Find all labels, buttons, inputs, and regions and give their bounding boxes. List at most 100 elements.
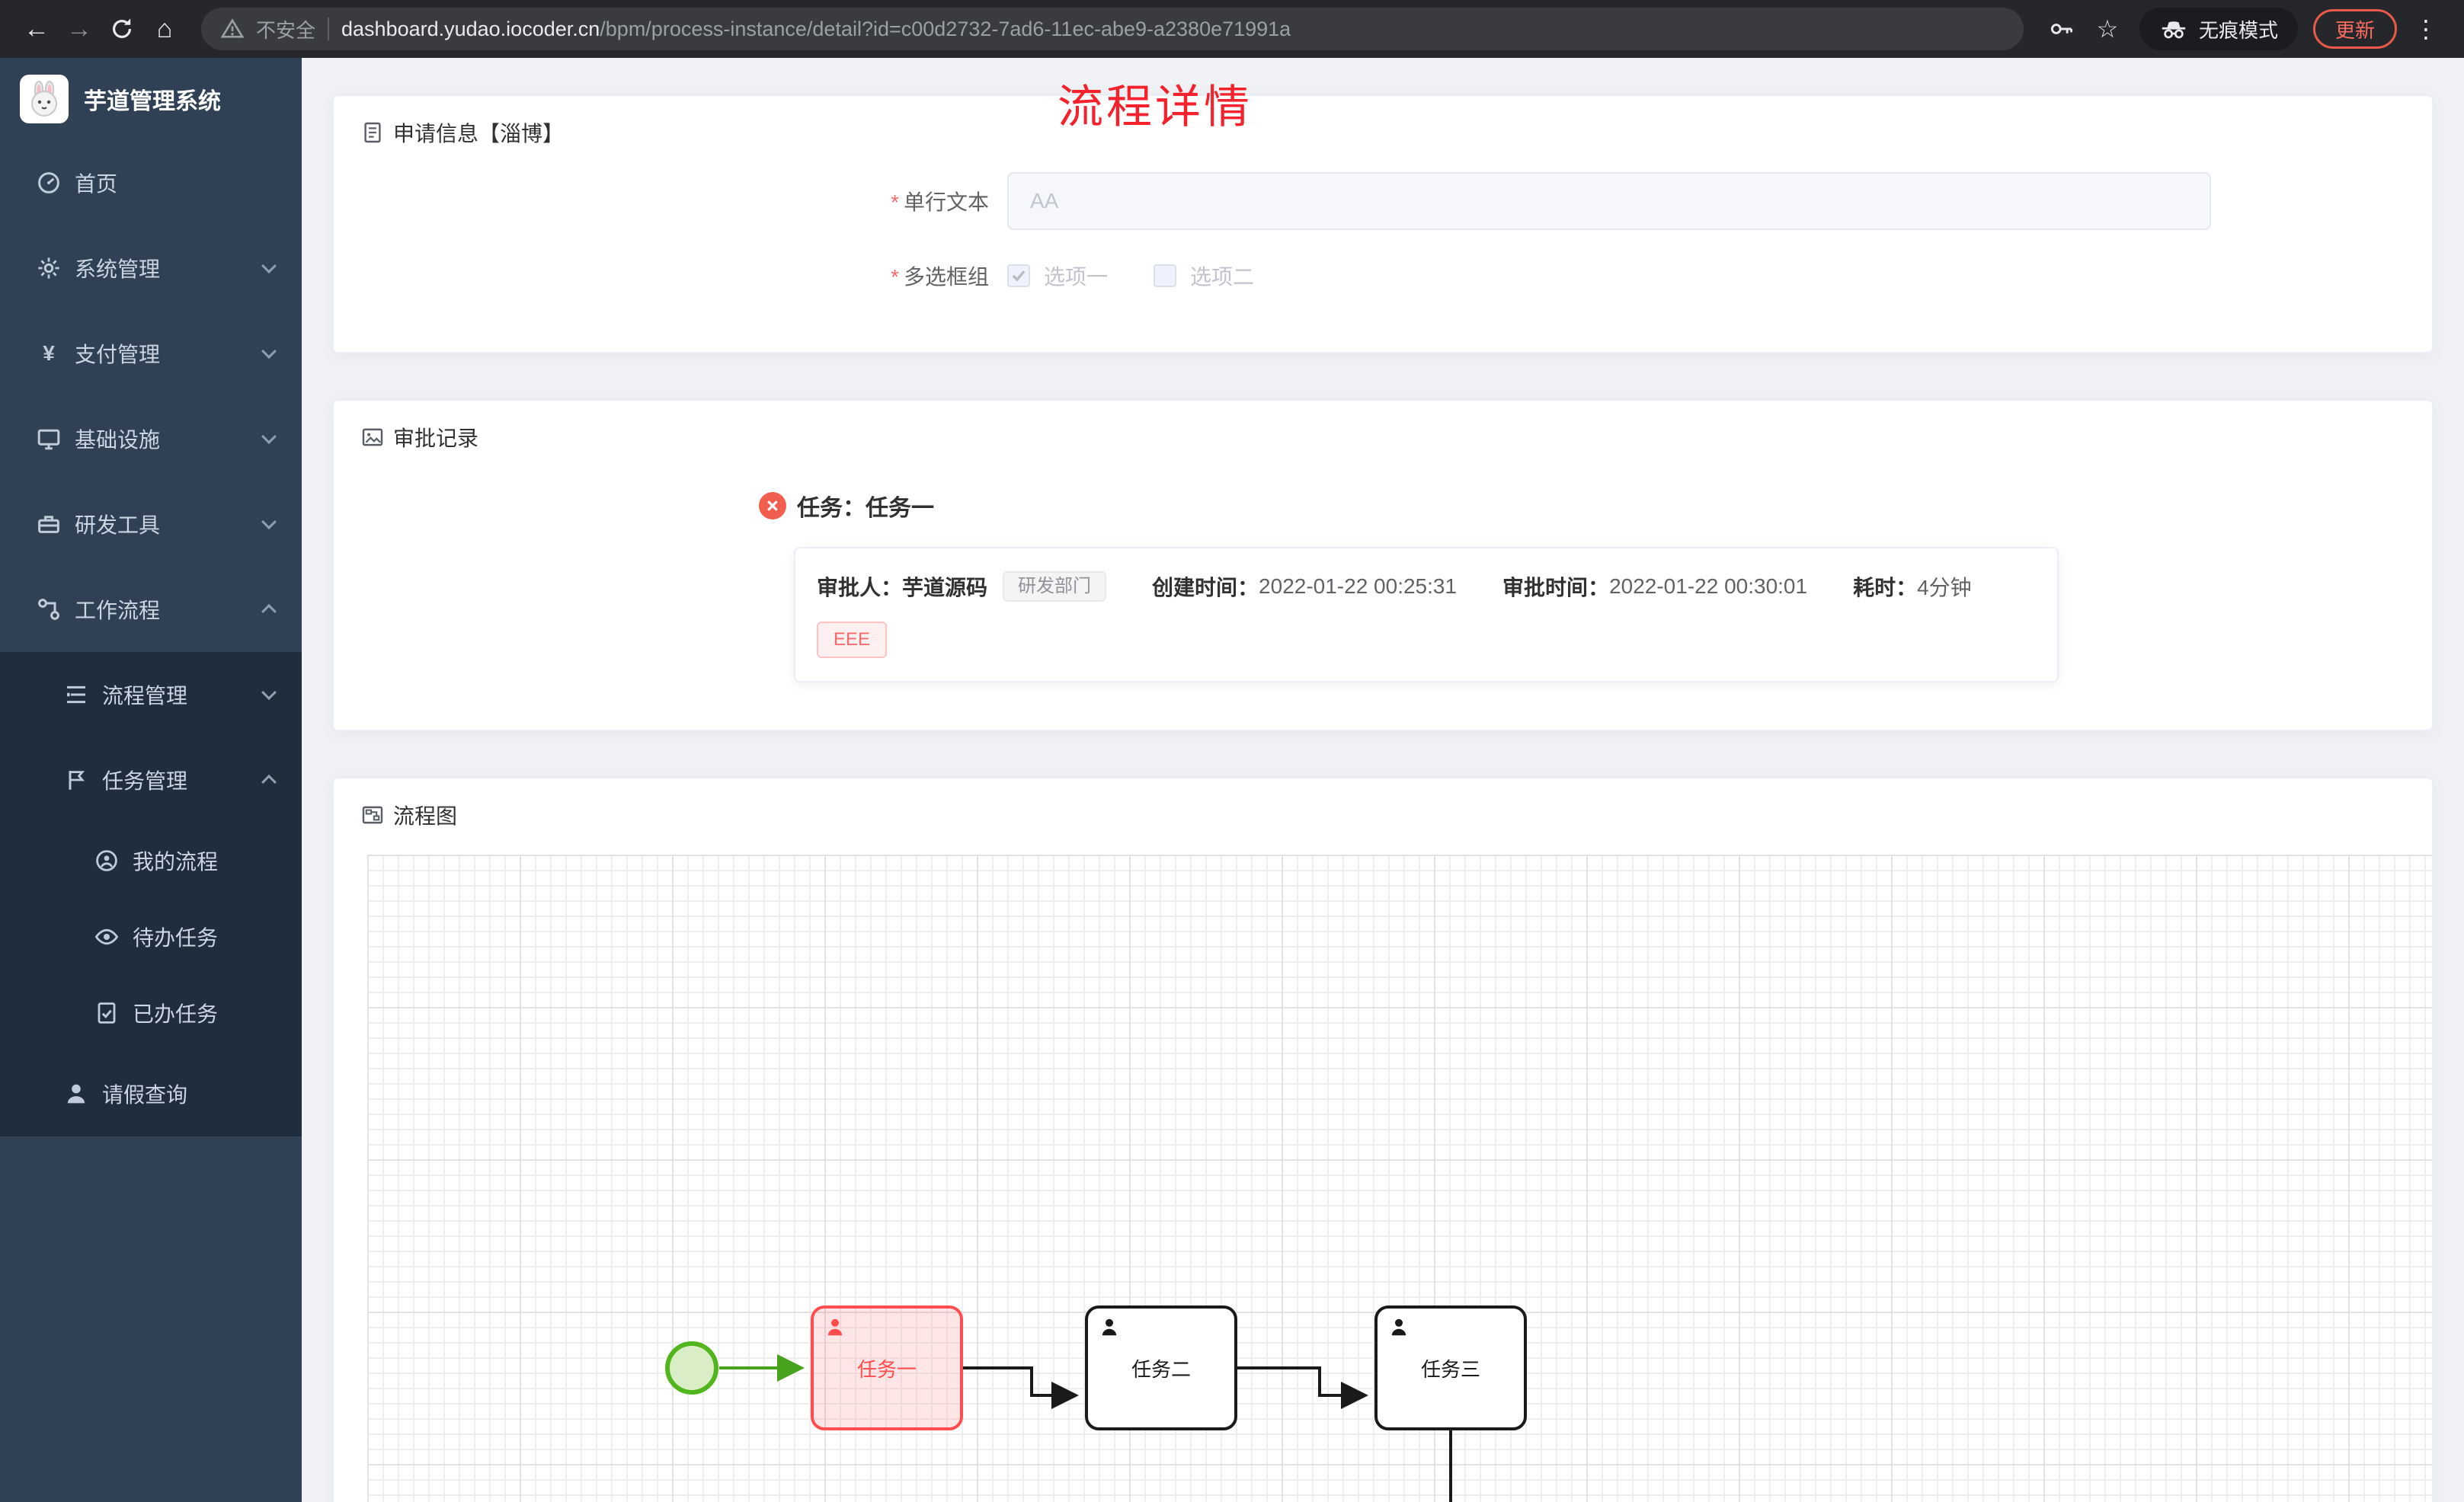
apply-form: *单行文本 *多选框组 选项一 选项二 — [334, 148, 2432, 291]
url-host: dashboard.yudao.iocoder.cn — [341, 17, 600, 40]
record-card-title: 审批记录 — [393, 427, 479, 450]
monitor-icon — [37, 427, 61, 451]
approver-value: 芋道源码 — [902, 576, 988, 599]
bpmn-edges — [665, 1341, 1452, 1502]
sidebar-item-done-tasks[interactable]: 已办任务 — [0, 975, 302, 1051]
back-icon[interactable]: ← — [24, 14, 50, 43]
chevron-down-icon — [261, 514, 277, 530]
update-button[interactable]: 更新 — [2312, 9, 2397, 49]
rabbit-logo-icon — [20, 75, 69, 123]
incognito-label: 无痕模式 — [2198, 18, 2278, 42]
task-label: 任务一 — [856, 1357, 917, 1381]
sidebar-item-system[interactable]: 系统管理 — [0, 225, 302, 311]
field-label-text: 多选框组 — [903, 265, 989, 289]
refresh-icon — [113, 18, 131, 38]
sidebar-item-label: 已办任务 — [133, 1002, 219, 1026]
sidebar: 芋道管理系统 首页 系统管理 ¥ 支付管理 基础设施 研发工具 工作 — [0, 58, 302, 1502]
sidebar-item-home[interactable]: 首页 — [0, 140, 302, 225]
sidebar-item-leave-query[interactable]: 请假查询 — [0, 1051, 302, 1136]
sidebar-item-process-management[interactable]: 流程管理 — [0, 652, 302, 737]
checked-doc-icon — [94, 1001, 119, 1025]
app-logo: 芋道管理系统 — [0, 58, 302, 140]
document-icon — [364, 122, 381, 143]
refresh-icon[interactable] — [101, 8, 143, 50]
app-title: 芋道管理系统 — [84, 89, 221, 114]
field-label: *单行文本 — [361, 186, 1007, 216]
diagram-card-title: 流程图 — [393, 804, 458, 828]
chevron-down-icon — [261, 685, 277, 701]
checkbox-label: 选项二 — [1190, 265, 1255, 289]
checkbox-option-2[interactable]: 选项二 — [1154, 260, 1254, 291]
bookmark-star-icon[interactable]: ☆ — [2096, 15, 2119, 43]
yen-icon: ¥ — [43, 341, 55, 365]
url-path: /bpm/process-instance/detail?id=c00d2732… — [600, 17, 1291, 40]
browser-chrome: ← → ⌂ 不安全 dashboard.yudao.iocoder.cn/bpm… — [0, 0, 2464, 58]
user-task-icon — [827, 1318, 843, 1336]
sidebar-item-todo-tasks[interactable]: 待办任务 — [0, 899, 302, 975]
create-time-label: 创建时间： — [1152, 576, 1259, 599]
bpmn-flow-task1-to-task2 — [963, 1366, 1079, 1409]
gear-icon — [37, 256, 61, 280]
bpmn-task-2[interactable]: 任务二 — [1085, 1305, 1237, 1430]
url-text: dashboard.yudao.iocoder.cn/bpm/process-i… — [341, 18, 1291, 41]
task-label: 任务二 — [1131, 1357, 1191, 1381]
apply-card-title: 申请信息【淄博】 — [393, 122, 565, 145]
chevron-up-icon — [261, 774, 277, 790]
bpmn-task-3[interactable]: 任务三 — [1374, 1305, 1527, 1430]
form-row-single-line-text: *单行文本 — [361, 172, 2405, 230]
dashboard-icon — [37, 171, 61, 195]
duration-value: 4分钟 — [1917, 576, 1972, 599]
record-icon — [362, 428, 383, 446]
sidebar-item-task-management[interactable]: 任务管理 — [0, 737, 302, 823]
record-card-header: 审批记录 — [334, 401, 2432, 452]
eye-icon — [94, 925, 119, 949]
person-circle-icon — [94, 848, 119, 873]
url-separator — [328, 18, 330, 40]
diagram-card-header: 流程图 — [334, 778, 2432, 830]
required-marker: * — [891, 190, 899, 214]
toolbox-icon — [37, 512, 61, 536]
sidebar-item-label: 我的流程 — [133, 850, 219, 874]
checkbox-label: 选项一 — [1044, 265, 1109, 289]
sidebar-item-my-process[interactable]: 我的流程 — [0, 823, 302, 899]
incognito-badge: 无痕模式 — [2139, 8, 2298, 50]
create-time-value: 2022-01-22 00:25:31 — [1259, 574, 1458, 598]
task-title: 任务：任务一 — [797, 496, 934, 521]
chevron-up-icon — [261, 603, 277, 619]
forward-icon[interactable]: → — [66, 14, 92, 43]
key-icon[interactable] — [2039, 8, 2085, 50]
checkbox-option-1[interactable]: 选项一 — [1007, 260, 1108, 291]
browser-menu-icon[interactable]: ⋮ — [2414, 15, 2438, 43]
approve-time-label: 审批时间： — [1502, 576, 1610, 599]
process-diagram-card: 流程图 任务一 — [332, 777, 2434, 1502]
person-icon — [64, 1082, 88, 1106]
url-bar[interactable]: 不安全 dashboard.yudao.iocoder.cn/bpm/proce… — [201, 8, 2024, 50]
required-marker: * — [891, 265, 899, 289]
bpmn-start-event[interactable] — [665, 1341, 718, 1395]
bpmn-task-1[interactable]: 任务一 — [811, 1305, 963, 1430]
main-content: 流程详情 申请信息【淄博】 *单行文本 *多选框组 选项一 — [302, 58, 2464, 1502]
home-icon[interactable]: ⌂ — [156, 14, 173, 43]
department-tag: 研发部门 — [1003, 571, 1107, 602]
sidebar-item-label: 支付管理 — [75, 343, 161, 366]
task-label: 任务三 — [1420, 1357, 1480, 1381]
not-secure-warning-icon — [221, 18, 244, 38]
form-row-checkbox-group: *多选框组 选项一 选项二 — [361, 260, 2405, 291]
page-title: 流程详情 — [1058, 81, 1253, 133]
sidebar-item-workflow[interactable]: 工作流程 — [0, 567, 302, 652]
sidebar-item-label: 待办任务 — [133, 926, 219, 950]
sidebar-item-payment[interactable]: ¥ 支付管理 — [0, 311, 302, 396]
chevron-down-icon — [261, 258, 277, 274]
sidebar-item-label: 首页 — [75, 172, 118, 196]
bpmn-flow-task2-to-task3 — [1237, 1366, 1368, 1409]
sidebar-item-infrastructure[interactable]: 基础设施 — [0, 396, 302, 481]
sidebar-item-label: 研发工具 — [75, 513, 161, 537]
single-line-text-input[interactable] — [1007, 172, 2211, 230]
sidebar-item-dev-tools[interactable]: 研发工具 — [0, 481, 302, 567]
sidebar-item-label: 基础设施 — [75, 428, 161, 452]
comment-tag: EEE — [817, 622, 888, 658]
field-label: *多选框组 — [361, 260, 1007, 291]
incognito-icon — [2162, 21, 2186, 39]
bpmn-canvas[interactable]: 任务一 任务二 任务三 — [367, 855, 2432, 1502]
